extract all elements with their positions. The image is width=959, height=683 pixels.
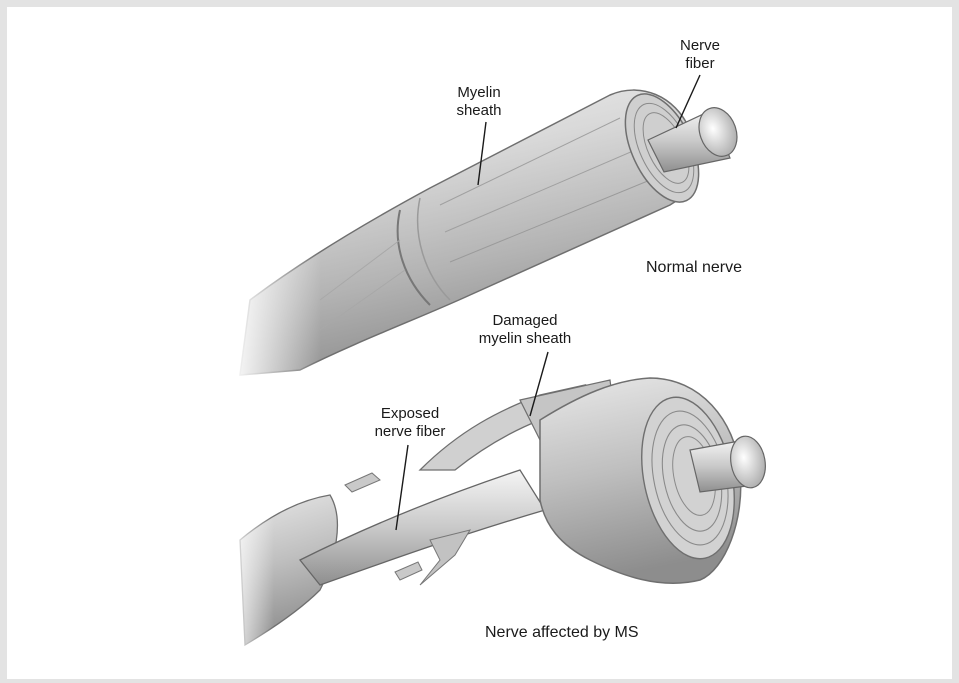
svg-text:Exposed: Exposed <box>381 405 439 422</box>
svg-text:nerve fiber: nerve fiber <box>375 423 446 440</box>
affected-nerve-illustration <box>225 378 769 660</box>
label-affected-nerve: Nerve affected by MS <box>485 624 639 641</box>
svg-text:Damaged: Damaged <box>492 312 557 329</box>
svg-text:myelin sheath: myelin sheath <box>479 330 572 347</box>
svg-text:Myelin: Myelin <box>457 84 500 101</box>
svg-text:sheath: sheath <box>456 102 501 119</box>
label-normal-nerve: Normal nerve <box>646 259 742 276</box>
sheath-fragment <box>395 562 422 580</box>
svg-text:fiber: fiber <box>685 55 714 72</box>
svg-text:Nerve: Nerve <box>680 37 720 54</box>
